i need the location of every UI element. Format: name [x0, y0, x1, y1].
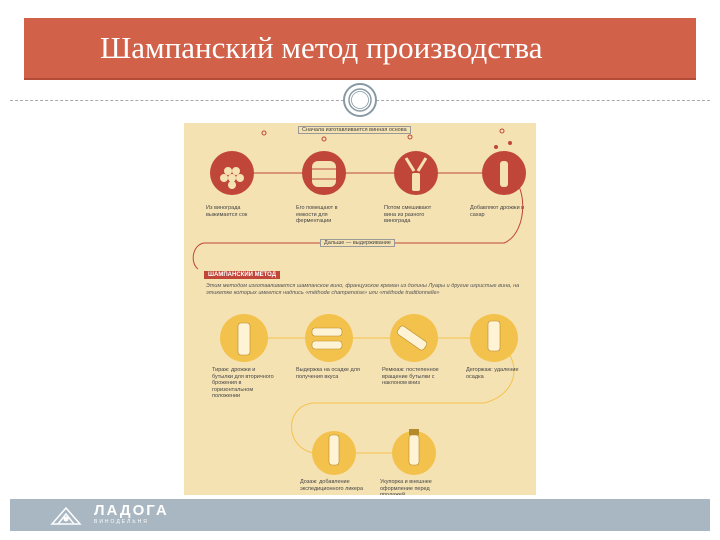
step-top-3: Потом смешивают вина из разного виноград… [384, 205, 440, 225]
yeast-sugar-icon [482, 141, 526, 195]
grape-press-icon [210, 151, 254, 195]
infographic-drawing [184, 123, 536, 495]
top-label: Сначала изготавливается винная основа [298, 126, 411, 134]
step-mid-1: Тираж: дрожжи и бутылки для вторичного б… [212, 367, 276, 400]
ring-ornament-icon [340, 80, 380, 120]
logo-text: ЛАДОГА [94, 502, 169, 519]
step-top-2: Его помещают в емкости для ферментации [296, 205, 352, 225]
section-title: ШАМПАНСКИЙ МЕТОД [204, 271, 280, 279]
blending-icon [394, 151, 438, 195]
mid-label: Дальше — выдерживание [320, 239, 395, 247]
step-bottom-1: Дозаж: добавление экспедиционного ликера [300, 479, 366, 492]
step-top-1: Из винограда выжимается сок [206, 205, 262, 218]
disgorgement-icon [470, 314, 518, 362]
logo-subtitle: ВИНОДЕЛЬНЯ [94, 519, 149, 525]
riddling-bottle-icon [390, 314, 438, 362]
barrel-icon [302, 151, 346, 195]
corking-icon [392, 429, 436, 475]
bottles-lying-icon [305, 314, 353, 362]
title-bar: Шампанский метод производства [24, 18, 696, 80]
bottle-tirage-icon [220, 314, 268, 362]
footer-bar: ЛАДОГА ВИНОДЕЛЬНЯ [10, 499, 710, 531]
step-mid-2: Выдержка на осадке для получения вкуса [296, 367, 360, 380]
step-mid-3: Ремюаж: постепенное вращение бутылки с н… [382, 367, 446, 387]
dosage-icon [312, 431, 356, 475]
step-bottom-2: Укупорка и внешнее оформление перед прод… [380, 479, 450, 495]
section-text: Этим методом изготавливается шампанское … [206, 283, 526, 296]
ladoga-logo-icon [50, 504, 82, 526]
slide-title: Шампанский метод производства [100, 30, 543, 66]
step-mid-4: Дегоржаж: удаление осадка [466, 367, 530, 380]
step-top-4: Добавляют дрожжи и сахар [470, 205, 526, 218]
production-infographic: Сначала изготавливается винная основа Из… [184, 123, 536, 495]
